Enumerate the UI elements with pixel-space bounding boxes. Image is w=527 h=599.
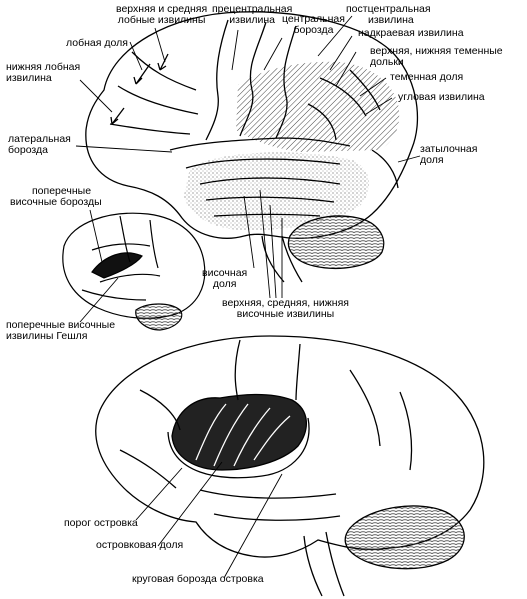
lateral-brain-drawing — [85, 11, 419, 283]
insula-cerebellum — [344, 505, 465, 570]
central-sulcus-line — [239, 21, 267, 137]
small-brain-drawing — [62, 212, 206, 331]
label-angular-gyrus: угловая извилина — [398, 91, 485, 103]
parietal-hatched-area — [236, 61, 400, 152]
small-brain-outline — [62, 212, 206, 319]
cerebellum — [287, 215, 385, 269]
label-parietal-lobe: теменная доля — [390, 71, 464, 83]
lateral-sulcus-line — [169, 137, 351, 151]
label-insular-lobe: островковая доля — [96, 539, 184, 551]
small-cerebellum — [135, 303, 183, 331]
insula-exposed-region — [171, 393, 307, 471]
insula-brain-drawing — [95, 335, 485, 597]
label-circular-sulcus: круговая борозда островка — [132, 573, 264, 585]
temporal-dotted-area — [184, 152, 370, 231]
label-frontal-lobe: лобная доля — [66, 37, 128, 49]
brainstem — [261, 235, 303, 283]
leader-lines — [75, 15, 421, 579]
label-insula-threshold: порог островка — [64, 517, 138, 529]
label-supramarginal-gyrus: надкраевая извилина — [358, 27, 464, 39]
insula-brainstem — [303, 531, 345, 597]
